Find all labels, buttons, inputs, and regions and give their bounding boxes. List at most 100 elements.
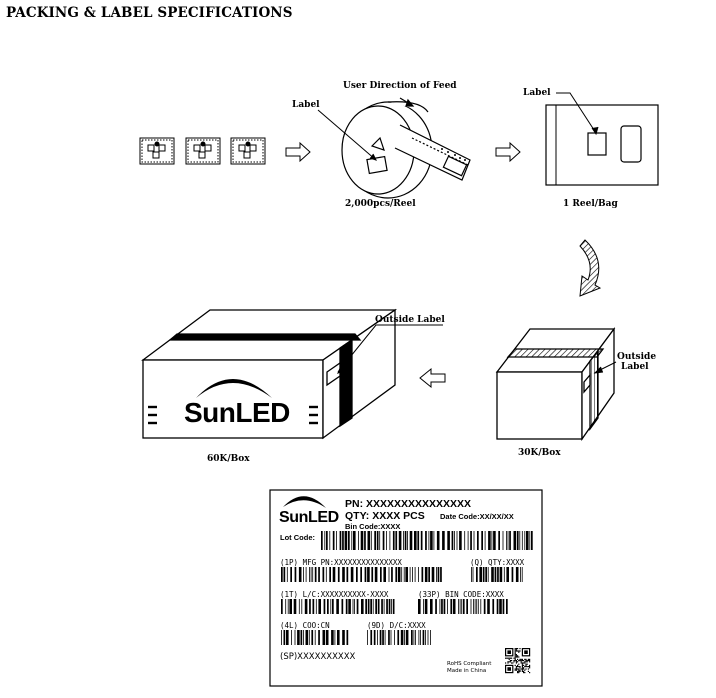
lot-barcode-bar: [470, 531, 472, 550]
lot-barcode-bar: [526, 531, 529, 550]
qr-module: [507, 662, 509, 664]
lot-barcode-bar: [379, 531, 381, 550]
coo-barcode-bar: [331, 630, 334, 645]
lot-barcode-bar: [326, 531, 328, 550]
bin-barcode-bar: [480, 599, 482, 614]
coo-barcode-bar: [308, 630, 310, 645]
qr-module: [507, 657, 509, 659]
lot-barcode-bar: [407, 531, 408, 550]
lot-barcode-bar: [358, 531, 359, 550]
qr-module: [529, 667, 531, 669]
lot-barcode-bar: [332, 531, 335, 550]
qr-module: [508, 661, 510, 663]
mfg-pn-barcode-bar: [374, 567, 378, 582]
mfg-pn-barcode-bar: [391, 567, 393, 582]
dc-barcode-bar: [394, 630, 395, 645]
bin-barcode-bar: [502, 599, 505, 614]
qr-module: [526, 666, 528, 668]
qr-module: [519, 669, 521, 671]
feed-direction-arrow-icon: [399, 97, 415, 107]
qr-module: [514, 648, 516, 650]
small-box-label-line2: Label: [621, 362, 649, 372]
lot-barcode-bar: [436, 531, 440, 550]
lot-barcode-bar: [321, 531, 323, 550]
qr-module: [515, 660, 517, 662]
dc-barcode-bar: [390, 630, 392, 645]
lc-barcode-bar: [298, 599, 300, 614]
lc-barcode-bar: [391, 599, 392, 614]
dc-barcode-bar: [427, 630, 429, 645]
qr-module: [506, 657, 508, 659]
lc-barcode-bar: [287, 599, 289, 614]
lc-barcode-bar: [365, 599, 367, 614]
lc-barcode-bar: [309, 599, 311, 614]
dc-barcode-bar: [411, 630, 413, 645]
lc-barcode-bar: [327, 599, 329, 614]
qr-module: [529, 672, 531, 674]
bin-barcode-bar: [462, 599, 465, 614]
qr-module: [519, 666, 521, 668]
qr-code: [505, 648, 531, 674]
lc-barcode-bar: [312, 599, 315, 614]
feed-direction-text: User Direction of Feed: [343, 81, 457, 91]
qr-module: [513, 660, 515, 662]
qr-module: [525, 668, 527, 670]
bin-barcode-bar: [477, 599, 479, 614]
mfg-pn-barcode-bar: [305, 567, 307, 582]
qr-module: [518, 651, 520, 653]
mfg-pn-barcode-bar: [337, 567, 340, 582]
label-card-bin: (33P) BIN CODE:XXXX: [418, 590, 504, 599]
lot-barcode-bar: [513, 531, 517, 550]
bin-barcode-bar: [423, 599, 424, 614]
bin-barcode-bar: [452, 599, 456, 614]
small-box-caption: 30K/Box: [518, 448, 561, 458]
qr-module: [527, 660, 529, 662]
label-card-q-qty: (Q) QTY:XXXX: [470, 558, 525, 567]
lot-barcode-bar: [459, 531, 462, 550]
qr-module: [515, 655, 517, 657]
bin-barcode-bar: [487, 599, 490, 614]
qr-module: [517, 658, 519, 660]
mfg-pn-barcode-bar: [283, 567, 286, 582]
mfg-pn-barcode-bar: [383, 567, 386, 582]
qr-module: [509, 660, 511, 662]
qr-module: [515, 666, 517, 668]
label-card-rohs: RoHS Compliant: [447, 661, 492, 667]
bin-barcode-bar: [466, 599, 468, 614]
qr-module: [518, 656, 520, 658]
qr-module: [524, 661, 526, 663]
qr-module: [527, 670, 529, 672]
qty-barcode-bar: [472, 567, 474, 582]
mfg-pn-barcode-bar: [412, 567, 413, 582]
qr-module: [521, 669, 523, 671]
label-card-brand: SunLED: [279, 509, 339, 526]
lc-barcode-bar: [345, 599, 348, 614]
lc-barcode-bar: [381, 599, 383, 614]
qr-module: [521, 666, 523, 668]
mfg-pn-barcode-bar: [405, 567, 408, 582]
lc-barcode-bar: [367, 599, 370, 614]
bin-barcode-bar: [499, 599, 502, 614]
large-box-brand: SunLED: [184, 397, 290, 428]
qr-module: [526, 663, 528, 665]
qr-module: [529, 660, 531, 662]
lot-barcode-bar: [324, 531, 326, 550]
lot-barcode-bar: [451, 531, 454, 550]
qr-module: [509, 657, 511, 659]
qr-module: [523, 668, 525, 670]
qr-finder-module: [524, 650, 528, 654]
qty-barcode-bar: [520, 567, 521, 582]
label-card-pn: PN: XXXXXXXXXXXXXXX: [345, 498, 472, 510]
qty-barcode-bar: [485, 567, 487, 582]
mfg-pn-barcode-bar: [403, 567, 405, 582]
label-card-mfg-pn: (1P) MFG PN:XXXXXXXXXXXXXXX: [280, 558, 402, 567]
qr-module: [517, 668, 519, 670]
qr-module: [525, 658, 527, 660]
lot-barcode-bar: [417, 531, 420, 550]
dc-barcode-bar: [377, 630, 378, 645]
mfg-pn-barcode-bar: [431, 567, 435, 582]
qr-module: [511, 660, 513, 662]
qr-module: [505, 662, 507, 664]
qr-module: [523, 670, 525, 672]
lot-barcode-bar: [336, 531, 337, 550]
